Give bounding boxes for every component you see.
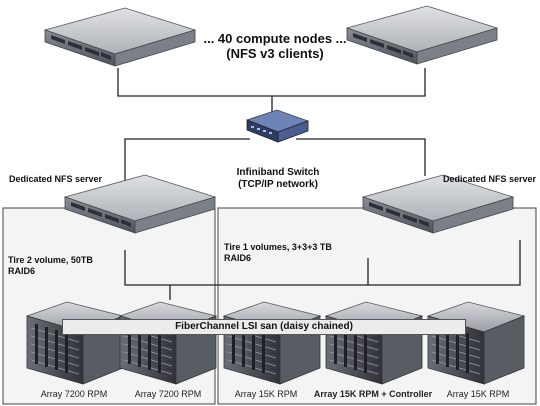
disk-array-2 [119,301,217,385]
tier1-volume-label: Tire 1 volumes, 3+3+3 TB RAID6 [224,242,332,264]
tier2-volume-label: Tire 2 volume, 50TB RAID6 [8,255,93,277]
array-label-4: Array 15K RPM + Controller [313,389,433,399]
nfs-server-left-label: Dedicated NFS server [9,174,103,184]
disk-array-1 [26,301,124,385]
switch-label: Infiniband Switch (TCP/IP network) [218,167,338,191]
infiniband-switch [245,109,310,143]
compute-nodes-count: ... 40 compute nodes ... [203,31,347,46]
fiberchannel-san-banner: FiberChannel LSI san (daisy chained) [62,319,466,335]
disk-array-3 [223,301,321,385]
disk-array-4 [325,301,423,385]
disk-array-5 [427,301,525,385]
compute-nodes-title: ... 40 compute nodes ... (NFS v3 clients… [190,31,360,61]
array-label-5: Array 15K RPM [446,389,510,399]
compute-node-server-right [346,5,498,65]
tier1-volume-size: Tire 1 volumes, 3+3+3 TB [224,242,332,252]
array-label-2: Array 7200 RPM [134,389,202,399]
array-label-1: Array 7200 RPM [40,389,108,399]
switch-network: (TCP/IP network) [238,179,318,190]
compute-node-server-left [44,7,196,67]
network-cables [117,68,521,300]
tier2-volume-size: Tire 2 volume, 50TB [8,255,93,265]
array-label-3: Array 15K RPM [234,389,298,399]
tier1-volume-raid: RAID6 [224,253,252,263]
switch-name: Infiniband Switch [236,167,320,178]
compute-nodes-subtitle: (NFS v3 clients) [226,46,324,61]
tier2-volume-raid: RAID6 [8,266,36,276]
nfs-server-right-label: Dedicated NFS server [443,174,537,184]
